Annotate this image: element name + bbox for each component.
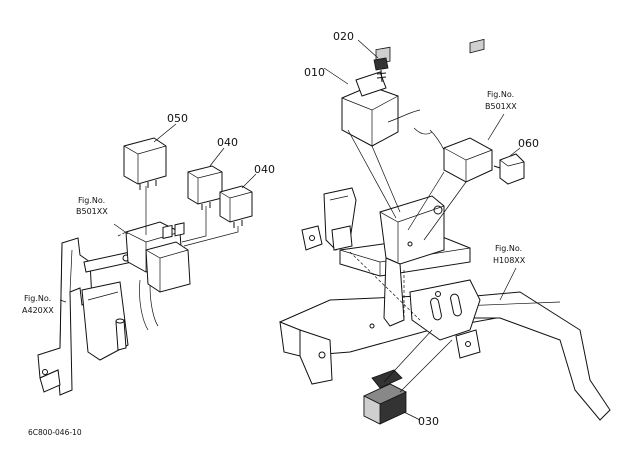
part-060-connector — [413, 38, 525, 185]
part-label-040-lower: 040 — [254, 163, 275, 176]
part-label-040-upper: 040 — [217, 136, 238, 149]
part-label-030: 030 — [418, 415, 439, 428]
part-label-060: 060 — [518, 137, 539, 150]
leader-lines — [59, 39, 521, 421]
relay-box — [117, 221, 191, 293]
part-label-050: 050 — [167, 112, 188, 125]
part-030-cap — [363, 369, 407, 425]
part-020-screw — [373, 57, 389, 83]
relay-050 — [123, 137, 167, 235]
fig-ref-b501xx-left-caption: Fig.No. — [78, 196, 105, 205]
main-frame-assembly — [279, 187, 611, 421]
fig-ref-b501xx-right-code: B501XX — [485, 102, 517, 111]
fig-ref-b501xx-left-code: B501XX — [76, 207, 108, 216]
fig-ref-h108xx-caption: Fig.No. — [495, 244, 522, 253]
left-bracket-assembly — [37, 237, 159, 396]
fig-ref-a420xx-code: A420XX — [22, 306, 54, 315]
relay-040-upper — [181, 165, 223, 243]
part-label-020: 020 — [333, 30, 354, 43]
fig-ref-h108xx-code: H108XX — [493, 256, 526, 265]
fig-ref-a420xx-caption: Fig.No. — [24, 294, 51, 303]
relay-040-lower — [183, 185, 253, 247]
part-label-010: 010 — [304, 66, 325, 79]
fig-ref-b501xx-right-caption: Fig.No. — [487, 90, 514, 99]
drawing-code: 6C800-046-10 — [28, 428, 82, 437]
